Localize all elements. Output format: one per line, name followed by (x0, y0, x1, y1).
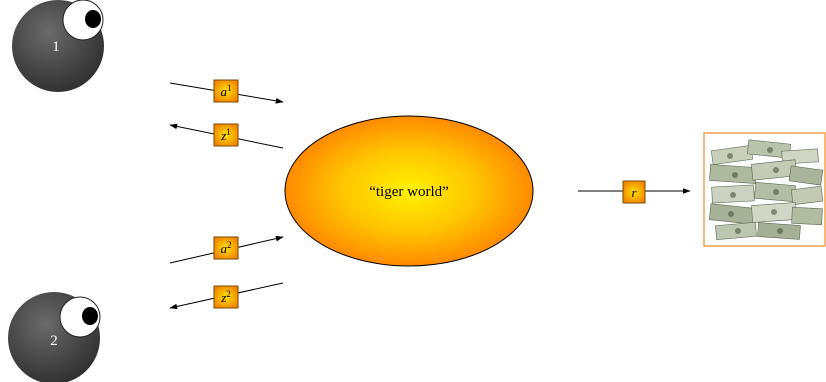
signal-z1: z1 (213, 123, 239, 147)
money-pile-icon (703, 132, 826, 247)
tiger-world: “tiger world” (284, 115, 534, 267)
svg-text:z2: z2 (220, 289, 231, 305)
tiger-world-ellipse (284, 115, 534, 267)
tiger-world-label: “tiger world” (369, 184, 449, 200)
agent-2: 2 (8, 292, 101, 382)
signal-z2-var: z (220, 290, 226, 305)
svg-text:a1: a1 (221, 83, 232, 99)
agent-2-label: 2 (50, 333, 58, 349)
signal-z1-sup: 1 (226, 127, 231, 137)
signal-r-var: r (631, 185, 637, 200)
signal-a2-sup: 2 (227, 240, 232, 250)
signal-a1: a1 (213, 79, 239, 103)
agent-1-label: 1 (52, 39, 60, 55)
agent-1-eye-icon (62, 0, 104, 41)
signal-z1-var: z (220, 128, 226, 143)
svg-text:a2: a2 (221, 240, 232, 256)
signal-z2: z2 (213, 285, 239, 309)
signal-a2: a2 (213, 236, 239, 260)
svg-text:z1: z1 (220, 127, 231, 143)
signal-a2-var: a (221, 241, 228, 256)
agent-1: 1 (12, 0, 104, 92)
agent-2-eye-icon (59, 296, 101, 338)
signal-a1-var: a (221, 84, 228, 99)
signal-a1-sup: 1 (227, 83, 232, 93)
signal-r: r (622, 180, 646, 204)
signal-z2-sup: 2 (226, 289, 231, 299)
